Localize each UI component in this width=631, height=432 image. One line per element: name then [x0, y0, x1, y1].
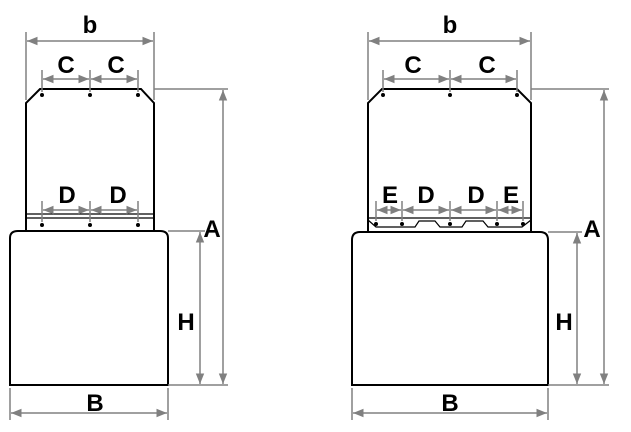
right-figure: b C C E D D E A H B — [351, 12, 609, 420]
right-band-profile — [367, 219, 532, 228]
right-label-a: A — [583, 216, 600, 243]
right-label-b: b — [443, 12, 458, 39]
left-holes — [40, 93, 140, 227]
left-label-a: A — [203, 216, 220, 243]
left-label-d: D — [109, 182, 126, 209]
right-label-d: D — [467, 182, 484, 209]
right-label-e: E — [382, 182, 398, 209]
left-base — [9, 230, 169, 386]
left-label-c: C — [107, 52, 124, 79]
left-label-c: C — [57, 52, 74, 79]
right-label-c: C — [404, 52, 421, 79]
right-label-base-b: B — [441, 390, 458, 417]
left-figure: b C C D D A H B — [9, 12, 228, 420]
right-label-e: E — [503, 182, 519, 209]
right-holes — [374, 93, 525, 226]
right-label-c: C — [478, 52, 495, 79]
right-base — [351, 231, 549, 386]
right-label-h: H — [555, 309, 572, 336]
left-label-d: D — [58, 182, 75, 209]
left-label-base-b: B — [86, 390, 103, 417]
left-label-b: b — [83, 12, 98, 39]
left-label-h: H — [177, 309, 194, 336]
right-label-d: D — [417, 182, 434, 209]
